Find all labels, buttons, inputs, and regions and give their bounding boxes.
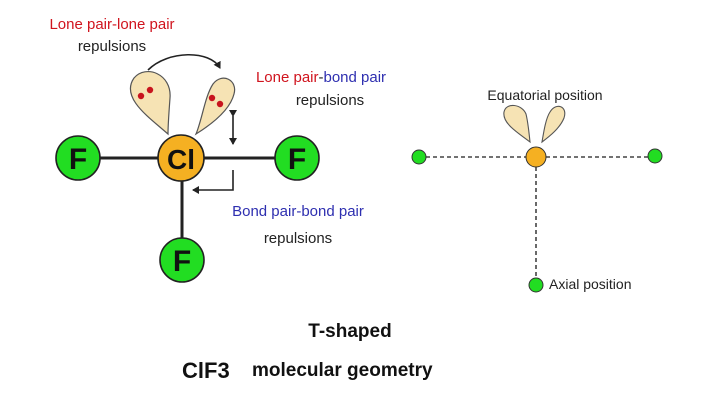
t-shape-schematic: Equatorial position Axial position bbox=[411, 87, 663, 293]
fluorine-left-atom: F bbox=[55, 135, 101, 181]
label-lone-pair-lone-pair: Lone pair-lone pair repulsions bbox=[49, 16, 174, 55]
label-bond-pair-bond-pair: Bond pair-bond pair repulsions bbox=[232, 203, 364, 247]
lp-bp-dash: - bbox=[319, 69, 324, 86]
electron-dot bbox=[146, 86, 154, 94]
caption: T-shaped ClF3 molecular geometry bbox=[182, 321, 433, 383]
chlorine-center-atom: Cl bbox=[157, 134, 205, 182]
small-lone-pair-right bbox=[541, 105, 566, 144]
atom-label: Cl bbox=[167, 144, 195, 175]
electron-dot bbox=[216, 100, 224, 108]
lp-lp-subtitle: repulsions bbox=[78, 38, 146, 55]
caption-formula: ClF3 bbox=[182, 358, 230, 383]
axial-position-label: Axial position bbox=[549, 276, 632, 292]
lp-bp-title: Lone pair-bond pair bbox=[256, 69, 386, 86]
fluorine-bottom-atom: F bbox=[159, 237, 205, 283]
lp-bp-subtitle: repulsions bbox=[296, 92, 364, 109]
schematic-atom-center bbox=[525, 146, 547, 168]
bp-bp-title: Bond pair-bond pair bbox=[232, 203, 364, 220]
electron-dot bbox=[208, 94, 216, 102]
clf3-molecule: F Cl F F bbox=[55, 53, 320, 283]
bp-bp-arrow bbox=[192, 170, 234, 194]
schematic-atom-left bbox=[411, 149, 427, 165]
atom-label: F bbox=[69, 143, 87, 176]
caption-line-2: molecular geometry bbox=[252, 360, 433, 381]
small-lone-pair-left bbox=[503, 104, 531, 144]
lone-pair-left bbox=[129, 71, 171, 136]
lp-bp-red: Lone pair bbox=[256, 69, 319, 86]
schematic-atom-right bbox=[647, 148, 663, 164]
electron-dot bbox=[137, 92, 145, 100]
label-lone-pair-bond-pair: Lone pair-bond pair repulsions bbox=[256, 69, 386, 109]
caption-line-1: T-shaped bbox=[308, 321, 391, 342]
lp-lp-arrow bbox=[147, 53, 221, 71]
fluorine-right-atom: F bbox=[274, 135, 320, 181]
atom-label: F bbox=[288, 143, 306, 176]
atom-label: F bbox=[173, 245, 191, 278]
lone-pair-right bbox=[194, 77, 236, 136]
bp-bp-subtitle: repulsions bbox=[264, 230, 332, 247]
equatorial-position-label: Equatorial position bbox=[487, 87, 602, 103]
lp-lp-title: Lone pair-lone pair bbox=[49, 16, 174, 33]
schematic-atom-bottom bbox=[528, 277, 544, 293]
lp-bp-blue: bond pair bbox=[324, 69, 387, 86]
